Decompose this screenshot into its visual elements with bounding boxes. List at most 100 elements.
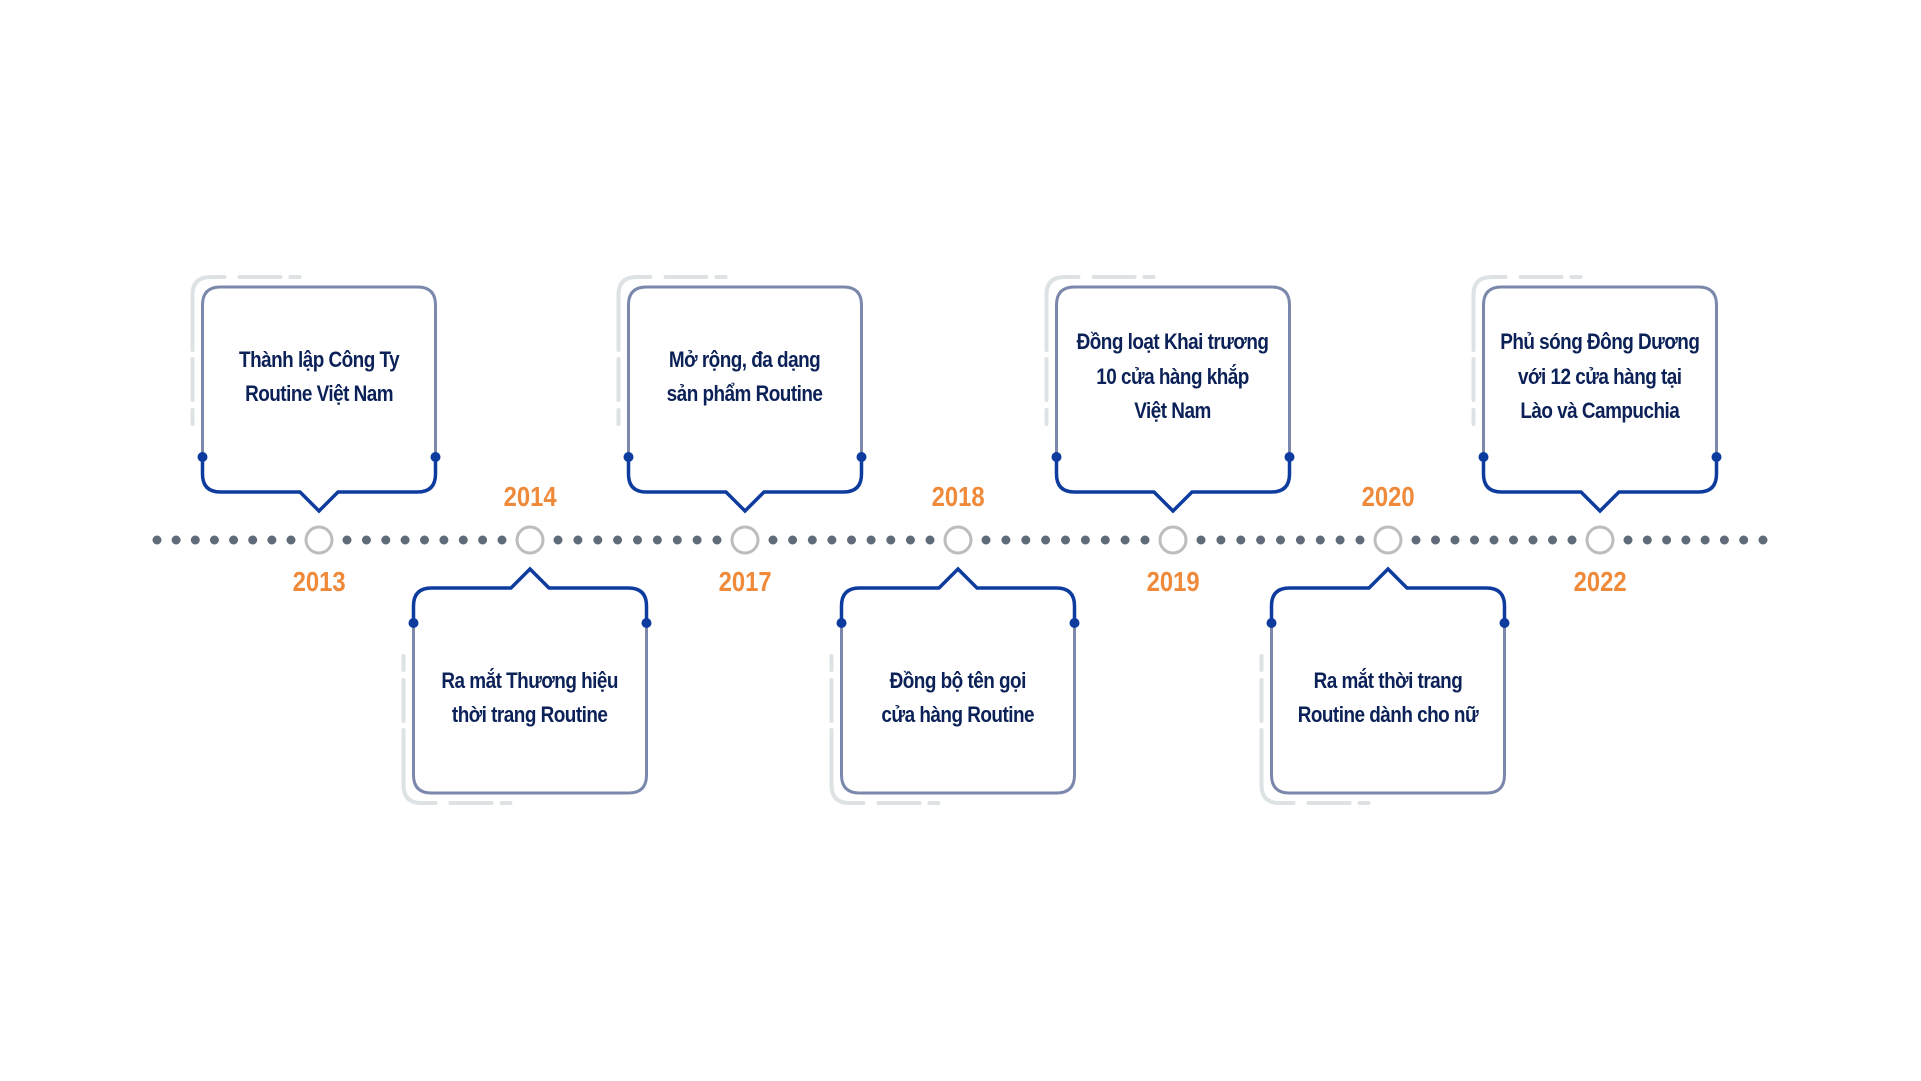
timeline-dot xyxy=(593,535,603,545)
milestone-description: Đồng loạt Khai trương 10 cửa hàng khắp V… xyxy=(1057,307,1290,447)
connector-dot xyxy=(408,618,419,628)
milestone-text: Thành lập Công Ty Routine Việt Nam xyxy=(238,346,400,407)
timeline-node xyxy=(1373,525,1403,555)
timeline-dot xyxy=(1623,535,1633,545)
milestone-box-2018 xyxy=(829,566,1080,805)
timeline-dot xyxy=(152,535,162,545)
box-border xyxy=(1270,623,1506,795)
connector-dot xyxy=(1478,452,1489,462)
box-accent-border xyxy=(1481,457,1719,514)
decoration-dash xyxy=(1044,275,1081,352)
milestone-box-2020 xyxy=(1259,566,1510,805)
timeline-dot xyxy=(1120,535,1130,545)
box-accent-border xyxy=(411,566,649,623)
timeline-dot xyxy=(1739,535,1749,545)
milestone-text: Đồng bộ tên gọi cửa hàng Routine xyxy=(881,667,1035,728)
milestone-description: Mở rộng, đa dạng sản phẩm Routine xyxy=(629,307,862,447)
timeline-dot xyxy=(190,535,200,545)
decoration-dash xyxy=(1259,728,1296,805)
connector-dot xyxy=(1711,452,1722,462)
connector-dot xyxy=(1051,452,1062,462)
timeline-dot xyxy=(1528,535,1538,545)
timeline-dot xyxy=(1662,535,1672,545)
timeline-dot xyxy=(1315,535,1325,545)
timeline-dot xyxy=(1758,535,1768,545)
timeline-dot xyxy=(553,535,563,545)
timeline-node xyxy=(730,525,760,555)
timeline-dot xyxy=(1061,535,1070,545)
timeline-dot xyxy=(1567,535,1577,545)
connector-dot xyxy=(1499,618,1510,628)
box-accent-border xyxy=(1054,457,1292,514)
timeline-nodes xyxy=(304,525,1615,555)
milestone-boxes xyxy=(190,275,1722,805)
timeline-dot xyxy=(827,535,837,545)
milestone-description: Phủ sóng Đông Dương với 12 cửa hàng tại … xyxy=(1484,307,1717,447)
timeline-dot xyxy=(1431,535,1440,545)
timeline-dot xyxy=(1355,535,1365,545)
milestone-box-2014 xyxy=(401,566,652,805)
milestone-box-2019 xyxy=(1044,275,1295,514)
timeline-dot xyxy=(478,535,488,545)
milestone-text: Ra mắt Thương hiệu thời trang Routine xyxy=(441,667,619,728)
timeline-dot xyxy=(1548,535,1557,545)
timeline-dot xyxy=(1001,535,1011,545)
connector-dot xyxy=(1284,452,1295,462)
timeline-dot xyxy=(866,535,876,545)
timeline-dot xyxy=(807,535,817,545)
timeline-dot xyxy=(613,535,623,545)
timeline-dot xyxy=(171,535,181,545)
decoration-dash xyxy=(190,275,227,352)
timeline-dot xyxy=(788,535,798,545)
box-border xyxy=(1482,285,1718,457)
timeline-node xyxy=(1158,525,1188,555)
milestone-description: Thành lập Công Ty Routine Việt Nam xyxy=(203,307,436,447)
milestone-description: Ra mắt Thương hiệu thời trang Routine xyxy=(414,628,647,768)
timeline-dot xyxy=(1470,535,1479,545)
timeline-dot xyxy=(400,535,410,545)
connector-dot xyxy=(197,452,208,462)
timeline-dot xyxy=(458,535,468,545)
timeline-dot xyxy=(1276,535,1285,545)
timeline-dot xyxy=(905,535,915,545)
box-border xyxy=(412,623,648,795)
box-accent-border xyxy=(626,457,864,514)
connector-dot xyxy=(1069,618,1080,628)
timeline-dot xyxy=(1080,535,1090,545)
timeline-dot xyxy=(267,535,277,545)
timeline-dot xyxy=(1700,535,1710,545)
timeline-dot xyxy=(286,535,296,545)
year-label: 2022 xyxy=(1573,566,1627,597)
box-border xyxy=(201,285,437,457)
timeline-node xyxy=(1585,525,1615,555)
box-border xyxy=(840,623,1076,795)
timeline-dot xyxy=(925,535,935,545)
timeline-dot xyxy=(209,535,219,545)
timeline-node xyxy=(515,525,545,555)
timeline-node xyxy=(943,525,973,555)
milestone-text: Mở rộng, đa dạng sản phẩm Routine xyxy=(667,346,823,407)
timeline-dot xyxy=(652,535,662,545)
timeline-dot xyxy=(672,535,682,545)
timeline-dot xyxy=(847,535,856,545)
connector-dot xyxy=(1266,618,1277,628)
timeline-dot xyxy=(1236,535,1246,545)
milestone-box-2022 xyxy=(1471,275,1722,514)
timeline-dot xyxy=(1196,535,1206,545)
year-label: 2013 xyxy=(292,566,346,597)
timeline-dot xyxy=(381,535,391,545)
timeline-dot xyxy=(248,535,258,545)
connector-dot xyxy=(836,618,847,628)
timeline-dot xyxy=(1100,535,1110,545)
milestone-box-2013 xyxy=(190,275,441,514)
timeline-dot xyxy=(361,535,371,545)
timeline-dot xyxy=(1021,535,1031,545)
timeline-dot xyxy=(420,535,429,545)
milestone-text: Ra mắt thời trang Routine dành cho nữ xyxy=(1297,667,1479,728)
timeline-dot xyxy=(229,535,239,545)
timeline-dot xyxy=(1719,535,1729,545)
timeline-dot xyxy=(439,535,449,545)
timeline-dot xyxy=(1681,535,1691,545)
timeline-dot xyxy=(1216,535,1226,545)
